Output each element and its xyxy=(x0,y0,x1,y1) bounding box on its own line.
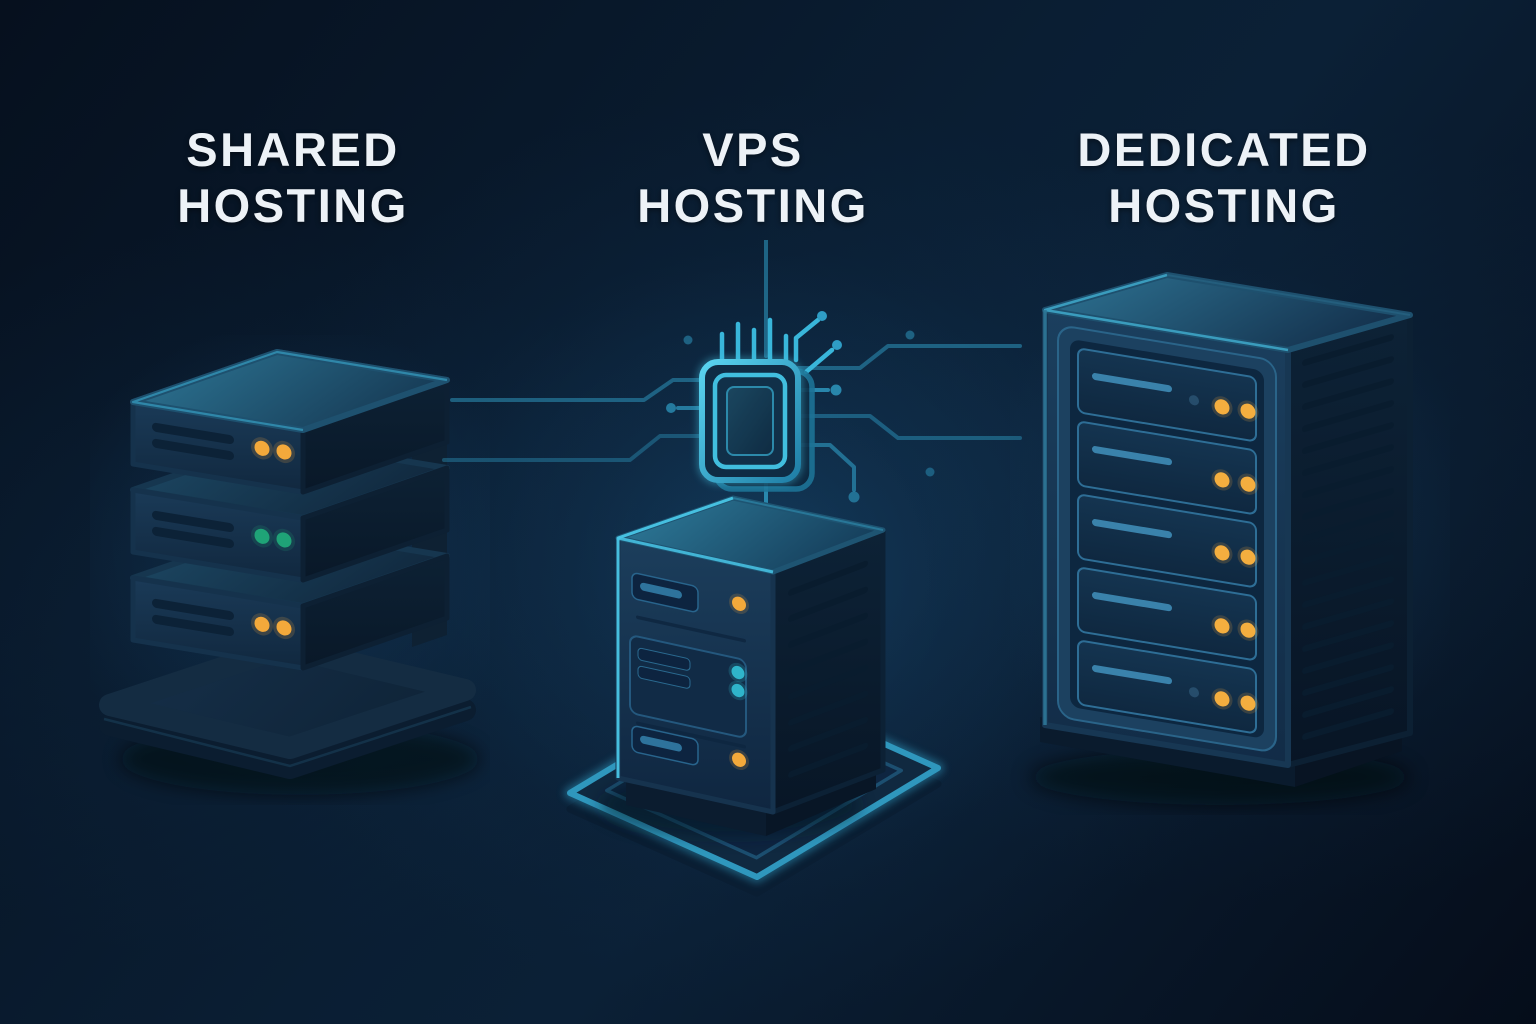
rack-bay-1 xyxy=(1077,348,1259,442)
vps-hosting-title: VPS HOSTING xyxy=(523,122,983,234)
vps-glow xyxy=(445,260,1040,900)
vps-hosting-title-line2: HOSTING xyxy=(637,179,869,232)
cpu-chip-icon xyxy=(697,357,815,492)
status-led xyxy=(276,620,292,636)
stack-spine xyxy=(412,381,447,647)
vps-hosting-title-line1: VPS xyxy=(702,123,804,176)
shared-shadow xyxy=(120,723,480,795)
glowing-platform xyxy=(564,678,944,897)
status-led xyxy=(276,532,292,548)
rack-bay-5 xyxy=(1077,640,1259,734)
server-unit-bottom xyxy=(133,528,447,668)
status-led xyxy=(254,440,270,456)
status-led xyxy=(1214,691,1230,707)
status-led xyxy=(1240,403,1256,419)
status-led xyxy=(1240,695,1256,711)
status-led xyxy=(732,752,746,767)
rack-bay-2 xyxy=(1077,421,1259,515)
dedicated-hosting-title: DEDICATED HOSTING xyxy=(994,122,1454,234)
front-panel xyxy=(629,572,749,771)
shared-hosting-title: SHARED HOSTING xyxy=(63,122,523,234)
status-led xyxy=(1240,549,1256,565)
vps-tower-server xyxy=(615,495,886,836)
shared-server-stack-illustration xyxy=(90,335,490,795)
status-led xyxy=(254,616,270,632)
status-led xyxy=(1214,545,1230,561)
side-vents xyxy=(1302,334,1394,740)
status-led xyxy=(1240,622,1256,638)
circuit-traces xyxy=(442,240,1022,506)
vps-server-illustration xyxy=(442,240,1040,900)
rack-tower xyxy=(1040,272,1413,787)
dedicated-rack-server-illustration xyxy=(1010,265,1450,805)
status-led xyxy=(1214,399,1230,415)
rack-bay-3 xyxy=(1077,494,1259,588)
dedicated-shadow xyxy=(1030,749,1410,805)
status-led xyxy=(731,683,745,698)
status-led xyxy=(732,596,746,611)
status-led xyxy=(1214,618,1230,634)
platform-base xyxy=(99,636,476,779)
chip-pins xyxy=(719,311,842,375)
shared-hosting-title-line2: HOSTING xyxy=(177,179,409,232)
shared-glow xyxy=(90,335,490,790)
status-led xyxy=(1214,472,1230,488)
dedicated-glow xyxy=(1010,265,1450,785)
dedicated-hosting-title-line2: HOSTING xyxy=(1108,179,1340,232)
side-vents xyxy=(788,560,868,778)
status-led xyxy=(731,665,745,680)
rack-bay-4 xyxy=(1077,567,1259,661)
server-unit-top xyxy=(130,349,450,492)
status-led xyxy=(254,528,270,544)
dedicated-hosting-title-line1: DEDICATED xyxy=(1077,123,1371,176)
status-led xyxy=(276,444,292,460)
front-panel xyxy=(1057,326,1277,752)
status-led xyxy=(1240,476,1256,492)
server-unit-middle xyxy=(133,440,447,580)
shared-hosting-title-line1: SHARED xyxy=(186,123,400,176)
